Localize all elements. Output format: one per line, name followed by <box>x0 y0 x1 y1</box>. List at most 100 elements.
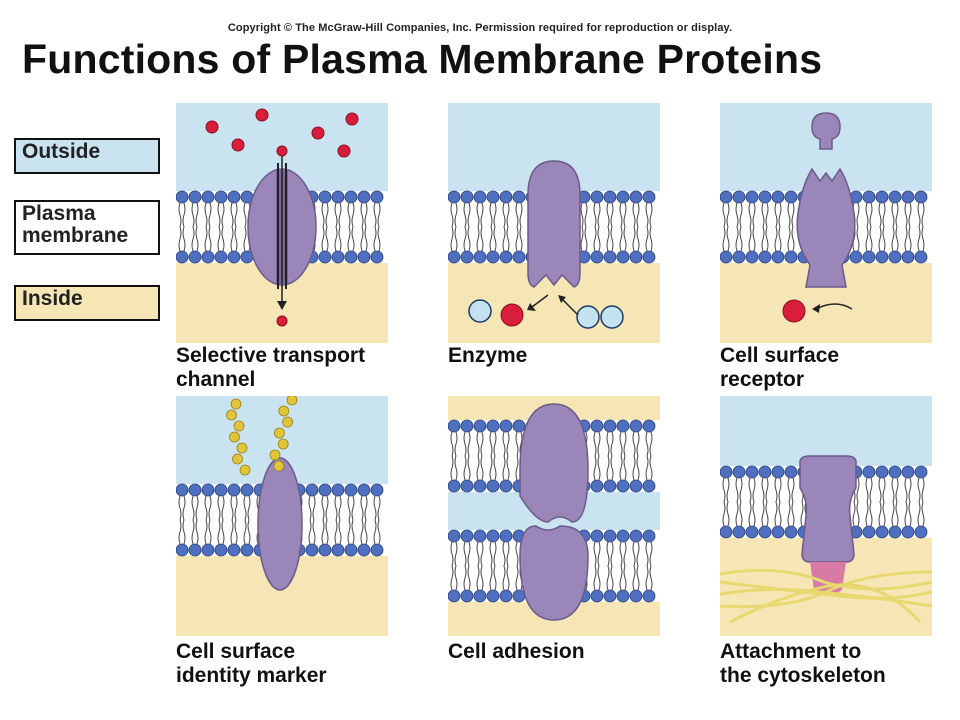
lipid-head <box>758 250 772 264</box>
lipid-head <box>642 250 656 264</box>
lipid-head <box>344 483 358 497</box>
lipid-head <box>305 543 319 557</box>
lipid-tail <box>347 519 351 545</box>
lipid-head <box>771 190 785 204</box>
lipid-tail <box>791 226 795 252</box>
lipid-tail <box>778 202 782 228</box>
lipid-tail <box>917 226 921 252</box>
lipid-tail <box>454 431 458 457</box>
lipid-tail <box>610 541 614 567</box>
lipid-tail <box>787 477 791 503</box>
lipid-tail <box>597 565 601 591</box>
lipid-tail <box>739 202 743 228</box>
lipid-tail <box>606 226 610 252</box>
lipid-tail <box>463 541 467 567</box>
lipid-head <box>629 419 643 433</box>
lipid-tail <box>480 202 484 228</box>
lipid-tail <box>463 226 467 252</box>
panel-enzyme <box>448 103 660 343</box>
lipid-tail <box>636 541 640 567</box>
lipid-tail <box>752 226 756 252</box>
lipid-tail <box>195 519 199 545</box>
lipid-head <box>448 250 461 264</box>
lipid-tail <box>178 202 182 228</box>
lipid-head <box>227 250 241 264</box>
lipid-head <box>901 190 915 204</box>
lipid-tail <box>351 495 355 521</box>
transport-channel-diagram <box>176 103 388 343</box>
lipid-tail <box>597 202 601 228</box>
lipid-head <box>720 525 733 539</box>
lipid-head <box>642 190 656 204</box>
lipid-tail <box>334 519 338 545</box>
lipid-tail <box>191 202 195 228</box>
lipid-tail <box>748 477 752 503</box>
lipid-head <box>499 190 513 204</box>
lipid-head <box>331 250 345 264</box>
lipid-head <box>227 190 241 204</box>
lipid-head <box>331 190 345 204</box>
lipid-head <box>460 529 474 543</box>
lipid-head <box>771 525 785 539</box>
lipid-tail <box>230 495 234 521</box>
lipid-tail <box>476 455 480 481</box>
lipid-tail <box>515 226 519 252</box>
lipid-tail <box>217 495 221 521</box>
page-title: Functions of Plasma Membrane Proteins <box>22 36 823 82</box>
lipid-tail <box>373 495 377 521</box>
lipid-tail <box>891 501 895 527</box>
lipid-head <box>629 589 643 603</box>
lipid-tail <box>774 226 778 252</box>
lipid-head <box>901 465 915 479</box>
solute-molecules <box>205 108 359 327</box>
cell-adhesion-diagram <box>448 396 660 636</box>
lipid-tail <box>645 455 649 481</box>
lipid-tail <box>856 226 860 252</box>
lipid-head <box>771 465 785 479</box>
lipid-tail <box>489 455 493 481</box>
sugar-bead <box>278 405 290 417</box>
lipid-tail <box>597 455 601 481</box>
lipid-head <box>448 529 461 543</box>
lipid-head <box>616 250 630 264</box>
lipid-tail <box>606 431 610 457</box>
lipid-tail <box>208 519 212 545</box>
lipid-head <box>460 479 474 493</box>
lipid-head <box>240 483 254 497</box>
lipid-tail <box>856 202 860 228</box>
lipid-tail <box>891 477 895 503</box>
lipid-tail <box>908 501 912 527</box>
lipid-tail <box>182 495 186 521</box>
lipid-head <box>732 250 746 264</box>
lipid-head <box>590 190 604 204</box>
lipid-tail <box>234 495 238 521</box>
lipid-tail <box>519 202 523 228</box>
lipid-tail <box>787 226 791 252</box>
lipid-tail <box>632 226 636 252</box>
lipid-head <box>849 250 863 264</box>
lipid-head <box>370 543 384 557</box>
lipid-tail <box>221 519 225 545</box>
lipid-head <box>318 483 332 497</box>
lipid-tail <box>852 501 856 527</box>
lipid-tail <box>636 565 640 591</box>
lipid-tail <box>351 226 355 252</box>
lipid-tail <box>765 202 769 228</box>
lipid-tail <box>247 519 251 545</box>
lipid-tail <box>182 202 186 228</box>
lipid-head <box>771 250 785 264</box>
lipid-tail <box>450 202 454 228</box>
lipid-tail <box>467 431 471 457</box>
lipid-tail <box>325 495 329 521</box>
sugar-bead <box>226 409 237 421</box>
glycoprotein <box>257 457 303 591</box>
lipid-head <box>305 483 319 497</box>
sugar-bead <box>233 420 245 432</box>
caption-enzyme: Enzyme <box>448 344 528 367</box>
copyright-notice: Copyright © The McGraw-Hill Companies, I… <box>227 22 733 34</box>
lipid-tail <box>347 202 351 228</box>
lipid-head <box>448 190 461 204</box>
sugar-bead <box>236 442 248 454</box>
lipid-head <box>862 525 876 539</box>
lipid-tail <box>610 226 614 252</box>
